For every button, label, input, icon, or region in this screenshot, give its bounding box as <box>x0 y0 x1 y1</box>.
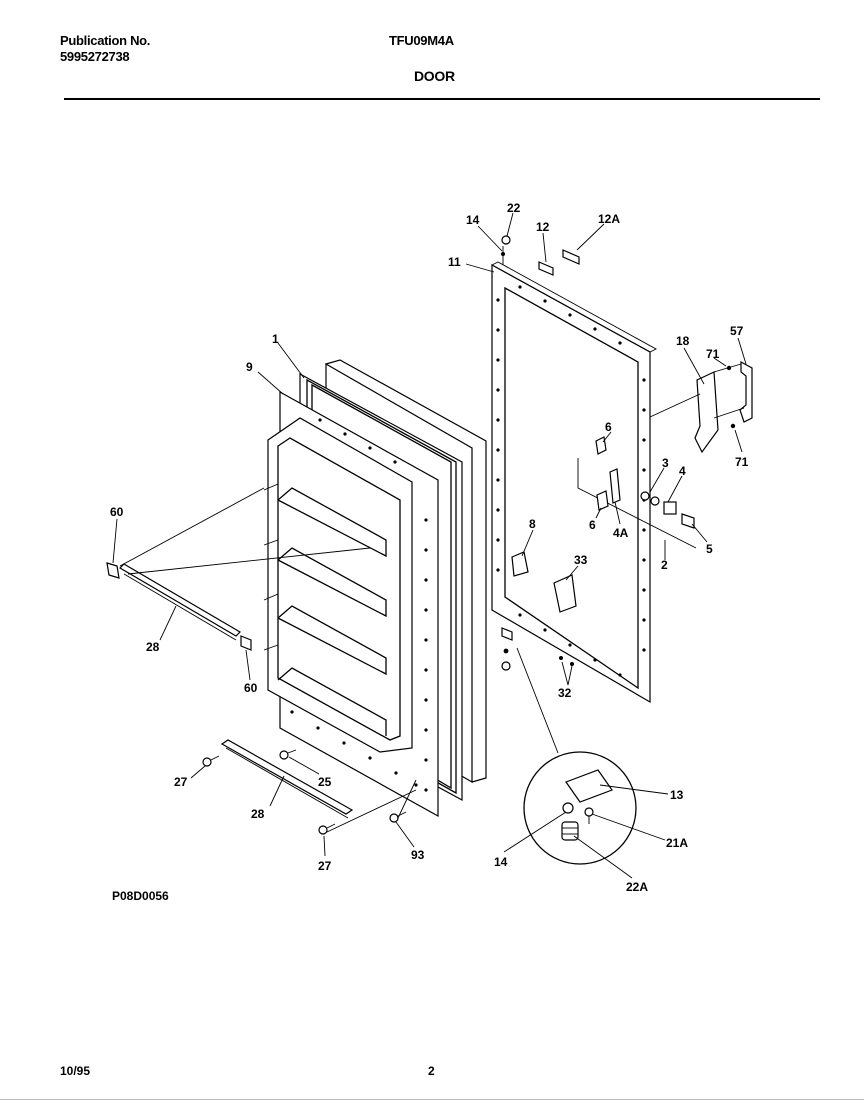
callout-21a: 21A <box>666 836 688 850</box>
callout-6-upper: 6 <box>605 420 612 434</box>
callout-33: 33 <box>574 553 588 567</box>
callout-93: 93 <box>411 848 425 862</box>
callout-11: 11 <box>448 255 461 269</box>
callout-60-upper: 60 <box>110 505 124 519</box>
leader-lines <box>112 212 747 879</box>
callout-18: 18 <box>676 334 690 348</box>
callout-25: 25 <box>318 775 332 789</box>
callouts: 22 14 12 12A 11 1 9 18 57 71 71 6 3 4 6 … <box>110 201 749 894</box>
header-rule <box>64 98 820 100</box>
outer-door-panel <box>491 261 657 704</box>
callout-60-lower: 60 <box>244 681 258 695</box>
page-number: 2 <box>428 1064 435 1078</box>
liner-screw-holes <box>290 418 428 792</box>
callout-9: 9 <box>246 360 253 374</box>
diagram-code: P08D0056 <box>112 889 169 903</box>
bottom-hinge-parts <box>501 627 574 754</box>
callout-4a: 4A <box>613 526 629 540</box>
callout-22a: 22A <box>626 880 648 894</box>
callout-22: 22 <box>507 201 521 215</box>
handle-assembly <box>649 360 753 454</box>
screws <box>202 749 417 835</box>
callout-12a: 12A <box>598 212 620 226</box>
callout-8: 8 <box>529 517 536 531</box>
callout-14: 14 <box>466 213 480 227</box>
callout-3: 3 <box>662 456 669 470</box>
callout-28-lower: 28 <box>251 807 265 821</box>
callout-12: 12 <box>536 220 550 234</box>
door-rack-lower <box>220 739 354 819</box>
callout-28-upper: 28 <box>146 640 160 654</box>
callout-14-detail: 14 <box>494 855 508 869</box>
publication-label: Publication No. <box>60 33 151 48</box>
inner-door-liner <box>263 390 439 818</box>
callout-27-upper: 27 <box>174 775 188 789</box>
callout-32: 32 <box>558 686 572 700</box>
callout-5: 5 <box>706 542 713 556</box>
callout-1: 1 <box>272 332 279 346</box>
callout-13: 13 <box>670 788 684 802</box>
panel-screw-holes <box>496 285 646 677</box>
door-rack-upper <box>106 487 371 651</box>
section-title: DOOR <box>414 68 455 84</box>
callout-71-upper: 71 <box>706 347 720 361</box>
callout-27-lower: 27 <box>318 859 332 873</box>
callout-4: 4 <box>679 464 686 478</box>
bottom-rule <box>0 1099 864 1100</box>
callout-57: 57 <box>730 324 744 338</box>
model-number: TFU09M4A <box>389 33 454 48</box>
callout-6-lower: 6 <box>589 518 596 532</box>
hinge-detail-circle <box>523 751 637 865</box>
footer-date: 10/95 <box>60 1064 91 1078</box>
publication-number: 5995272738 <box>60 49 130 64</box>
top-hinge-parts <box>501 235 580 276</box>
callout-2: 2 <box>661 558 668 572</box>
callout-71-lower: 71 <box>735 455 749 469</box>
latch-parts <box>511 436 697 613</box>
